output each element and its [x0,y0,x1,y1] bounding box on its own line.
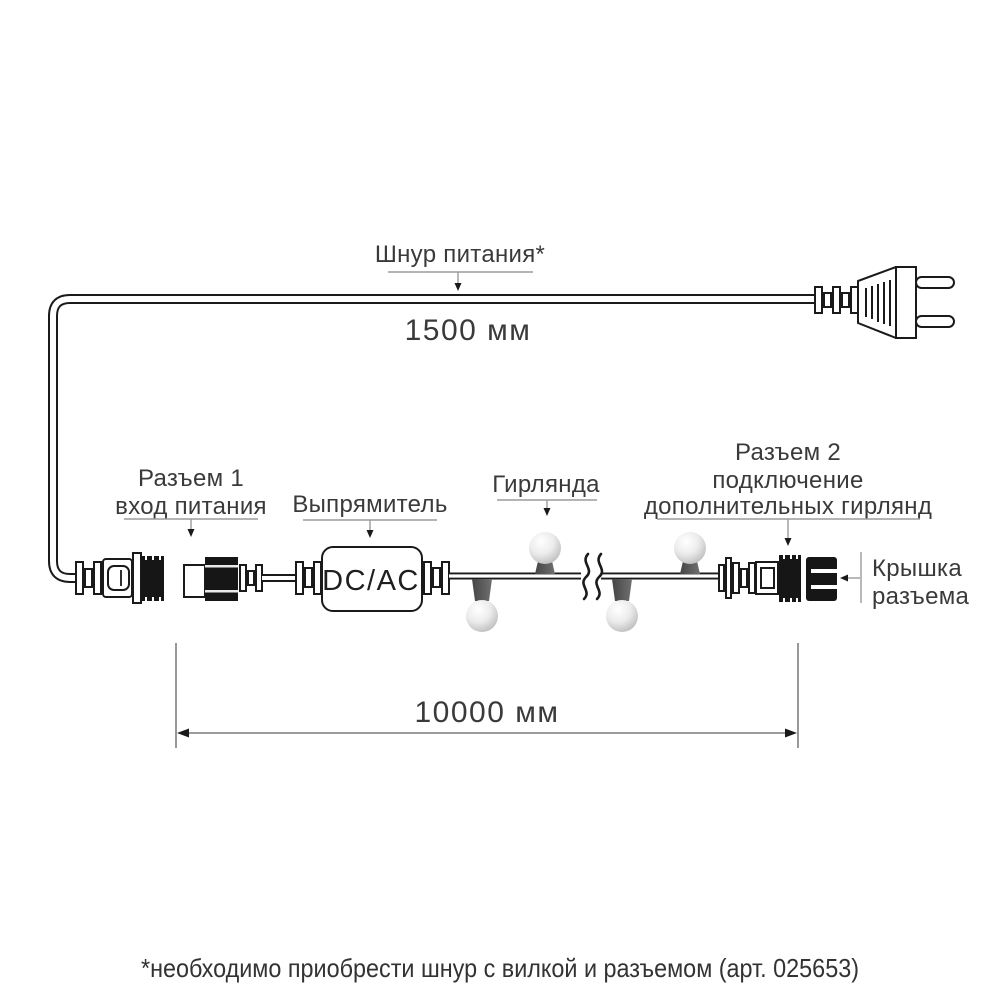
connector1-female [183,557,298,601]
cap-rib [811,569,837,573]
nut-serration [145,556,161,601]
label-text: дополнительных гирлянд [644,493,932,520]
label-connector1: Разъем 1 вход питания [115,465,267,537]
connector-nut [141,556,164,601]
connector-flange [725,557,732,599]
nut-rib [205,565,238,568]
bulb-globe [466,600,498,632]
plug-front [895,266,917,339]
connector-sleeve [183,564,206,598]
plug-strain-relief [814,286,859,314]
connector-flange [718,564,725,592]
bulb-socket [680,561,700,574]
power-cord [48,294,814,583]
connector-cap [806,557,837,601]
power-plug [814,266,955,339]
arrow-down-icon [366,530,374,538]
nut-serration [783,555,798,602]
label-text: Разъем 1 [138,465,244,492]
bulb-socket [472,579,492,601]
label-power-cord: Шнур питания* [375,241,545,291]
arrow-left-icon [177,728,189,738]
connector1-male [75,552,164,604]
plug-body-hatching [865,280,891,326]
bulb-socket [535,561,555,574]
label-cap: Крышка разъема [840,552,970,610]
bulb-globe [529,532,561,564]
bulb-socket [612,579,632,601]
label-text: Выпрямитель [292,491,447,518]
dimension-garland-length: 10000 мм [175,643,799,748]
bulb-globe [606,600,638,632]
label-text: Разъем 2 [735,439,841,466]
arrow-down-icon [784,538,792,546]
power-cord-length: 1500 мм [405,314,532,347]
label-text: вход питания [115,493,267,520]
garland-length: 10000 мм [414,696,559,729]
arrow-down-icon [543,508,551,516]
connector2 [718,555,801,602]
arrow-left-icon [840,574,848,582]
bulb-up-2 [674,532,706,574]
plug-prong-top [915,276,955,289]
break-symbol [582,552,604,601]
label-text: Шнур питания* [375,241,545,268]
bulb-down-1 [466,579,498,632]
nut-rib [205,590,238,593]
label-connector2: Разъем 2 подключение дополнительных гирл… [644,439,932,546]
connector-socket [760,567,775,589]
connector-pin [107,565,130,591]
rectifier-box [321,546,423,612]
connector-nut [779,555,801,602]
label-garland: Гирлянда [492,471,600,516]
strain-relief [75,561,102,595]
arrow-down-icon [454,283,462,291]
arrow-down-icon [187,529,195,537]
arrow-right-icon [785,728,797,738]
plug-prong-bottom [915,315,955,328]
strain-relief [239,564,263,592]
label-text: Крышка [872,555,962,582]
cap-rib [811,585,837,589]
bulb-up-1 [529,532,561,574]
bulb-down-2 [606,579,638,632]
footnote: *необходимо приобрести шнур с вилкой и р… [141,953,859,983]
bulb-globe [674,532,706,564]
strain-relief [295,561,322,595]
strain-relief [423,561,450,595]
connector-nut [205,557,238,601]
rectifier-box-label: DC/AC [322,565,420,597]
label-text: разъема [872,583,970,610]
strain-relief [732,562,756,594]
connector-flange [132,552,142,604]
rectifier: DC/AC [295,546,450,612]
label-text: подключение [712,467,863,494]
cap-body [806,557,837,601]
label-text: Гирлянда [492,471,600,498]
label-rectifier: Выпрямитель [292,491,447,538]
